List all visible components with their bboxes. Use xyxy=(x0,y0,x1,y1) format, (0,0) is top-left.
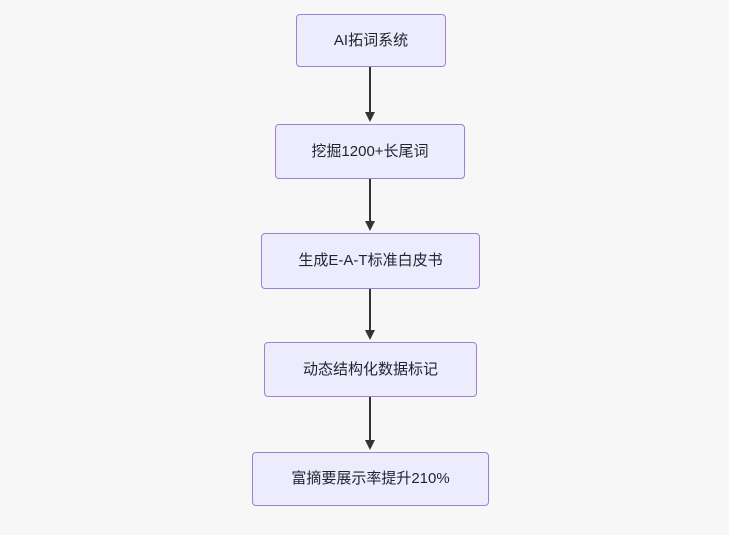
flow-arrow-1 xyxy=(369,67,371,113)
flow-arrow-4 xyxy=(369,397,371,441)
flow-arrow-3 xyxy=(369,289,371,331)
flow-node-generate-eat-whitepaper[interactable]: 生成E-A-T标准白皮书 xyxy=(261,233,480,289)
flow-node-dynamic-structured-data[interactable]: 动态结构化数据标记 xyxy=(264,342,477,397)
flow-node-rich-snippet-rate[interactable]: 富摘要展示率提升210% xyxy=(252,452,489,506)
flow-arrow-2 xyxy=(369,179,371,222)
flow-node-mine-longtail-keywords[interactable]: 挖掘1200+长尾词 xyxy=(275,124,465,179)
flow-node-ai-keyword-system[interactable]: AI拓词系统 xyxy=(296,14,446,67)
